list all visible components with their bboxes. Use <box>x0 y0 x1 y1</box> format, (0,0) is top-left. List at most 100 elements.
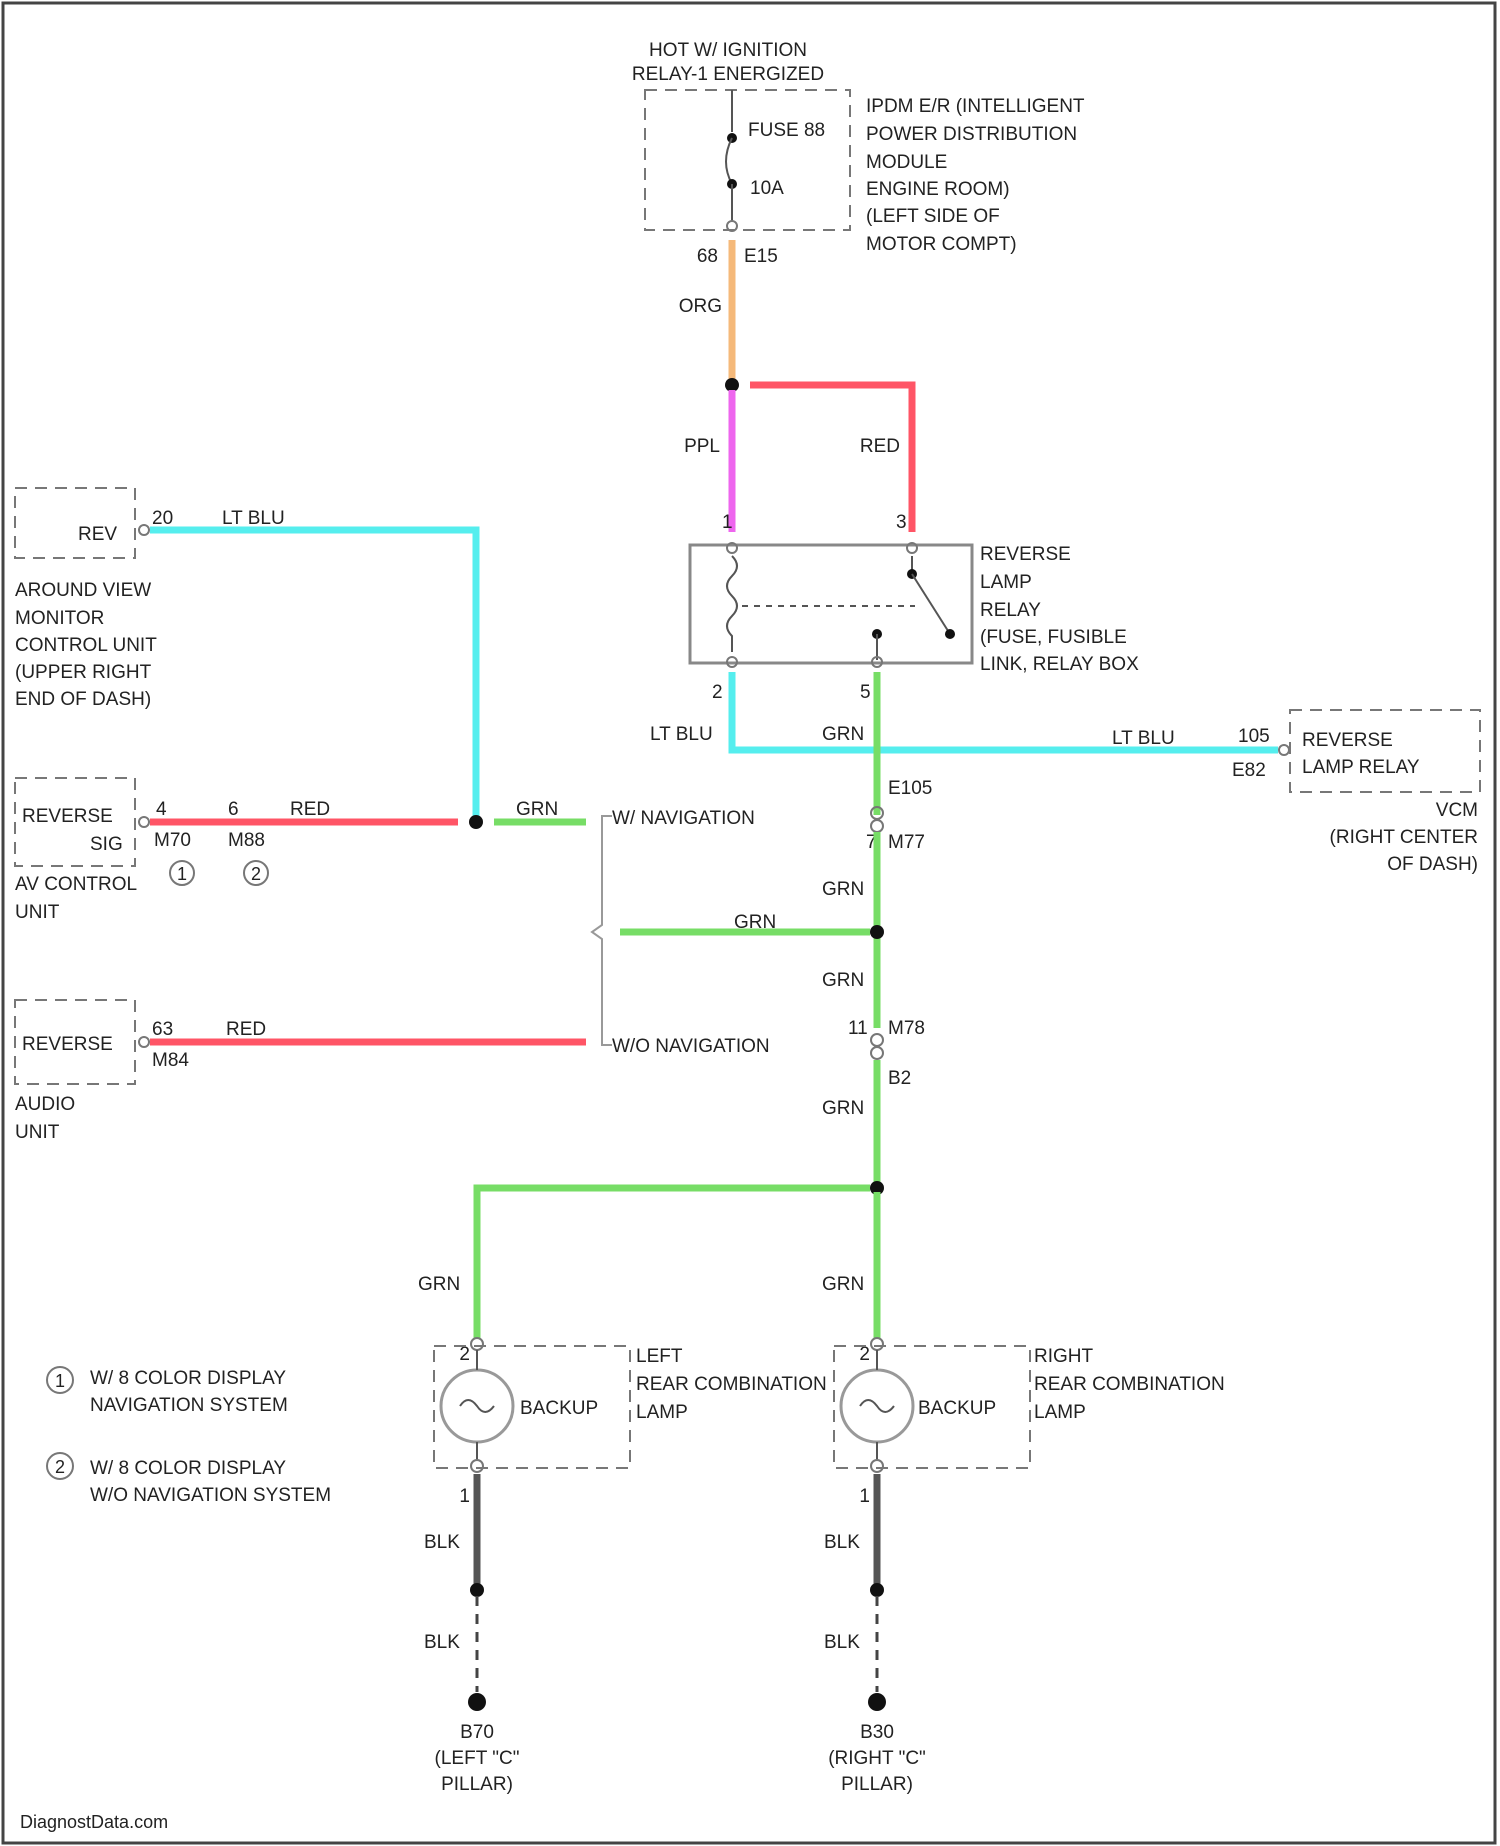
wire-label-grn-3: GRN <box>822 970 864 991</box>
ipdm-title-2: POWER DISTRIBUTION <box>866 124 1077 145</box>
left-lamp-pin-top-number: 2 <box>459 1344 470 1365</box>
right-lamp-filament <box>860 1400 894 1412</box>
ground-left-title-1: (LEFT "C" <box>435 1748 520 1769</box>
avm-title-4: (UPPER RIGHT <box>15 662 152 683</box>
relay-title-5: LINK, RELAY BOX <box>980 654 1139 675</box>
vcm-title-3: OF DASH) <box>1387 854 1478 875</box>
left-lamp-title-2: REAR COMBINATION <box>636 1374 827 1395</box>
power-heading-line2: RELAY-1 ENERGIZED <box>632 64 824 85</box>
relay-title-3: RELAY <box>980 600 1041 621</box>
avm-box-label: REV <box>78 524 117 545</box>
variant-bracket <box>592 816 612 1045</box>
connector-m78-pin <box>871 1034 883 1046</box>
right-lamp-title-3: LAMP <box>1034 1402 1086 1423</box>
legend-1-line-2: NAVIGATION SYSTEM <box>90 1395 288 1416</box>
avm-title-2: MONITOR <box>15 608 104 629</box>
audio-title-1: AUDIO <box>15 1094 75 1115</box>
vcm-connector: E82 <box>1232 760 1266 781</box>
wire-label-ltblu-avm: LT BLU <box>222 508 285 529</box>
right-lamp-title-2: REAR COMBINATION <box>1034 1374 1225 1395</box>
audio-connector: M84 <box>152 1050 189 1071</box>
relay-pin-bottom-right: 5 <box>860 682 871 703</box>
relay-pin-top-left: 1 <box>722 512 733 533</box>
av-control-pin-1: 4 <box>156 799 167 820</box>
legend-2-line-2: W/O NAVIGATION SYSTEM <box>90 1485 331 1506</box>
legend-1-line-1: W/ 8 COLOR DISPLAY <box>90 1368 286 1389</box>
relay-switch-tip <box>945 629 955 639</box>
audio-pin <box>139 1037 149 1047</box>
av-control-box-label-2: SIG <box>90 834 123 855</box>
relay-title-2: LAMP <box>980 572 1032 593</box>
ipdm-title-4: ENGINE ROOM) <box>866 179 1010 200</box>
av-control-title-1: AV CONTROL <box>15 874 137 895</box>
right-lamp-title-1: RIGHT <box>1034 1346 1094 1367</box>
left-lamp-label: BACKUP <box>520 1398 598 1419</box>
right-lamp-pin-bottom <box>871 1460 883 1472</box>
wire-label-ltblu-vcm-right: LT BLU <box>1112 728 1175 749</box>
wire-label-grn-1: GRN <box>822 724 864 745</box>
vcm-pin <box>1279 745 1289 755</box>
wire-label-grn-left: GRN <box>418 1274 460 1295</box>
wire-label-red-relay: RED <box>860 436 900 457</box>
wire-light-blue-vcm <box>732 672 1278 750</box>
splice-black-left <box>470 1583 484 1597</box>
relay-title-1: REVERSE <box>980 544 1071 565</box>
wire-label-ltblu-vcm-left: LT BLU <box>650 724 713 745</box>
splice-av-control <box>469 815 483 829</box>
wire-label-grn-2: GRN <box>822 879 864 900</box>
left-lamp-pin-bottom <box>471 1460 483 1472</box>
wire-label-blk-right-1: BLK <box>824 1532 860 1553</box>
wire-red-relay <box>750 385 912 532</box>
avm-title-1: AROUND VIEW <box>15 580 151 601</box>
right-lamp-label: BACKUP <box>918 1398 996 1419</box>
wire-label-org: ORG <box>679 296 722 317</box>
wire-label-red-audio: RED <box>226 1019 266 1040</box>
left-lamp-title-1: LEFT <box>636 1346 683 1367</box>
legend-2-line-1: W/ 8 COLOR DISPLAY <box>90 1458 286 1479</box>
av-control-box-label-1: REVERSE <box>22 806 113 827</box>
ipdm-connector: E15 <box>744 246 778 267</box>
legend-2-number: 2 <box>55 1457 65 1477</box>
splice-green-middle <box>870 925 884 939</box>
left-lamp-pin-top <box>471 1338 483 1350</box>
wire-label-blk-left-2: BLK <box>424 1632 460 1653</box>
ground-right-title-2: PILLAR) <box>841 1774 913 1795</box>
vcm-box <box>1290 710 1480 792</box>
ground-right <box>868 1693 886 1711</box>
ipdm-title-5: (LEFT SIDE OF <box>866 206 1000 227</box>
relay-title-4: (FUSE, FUSIBLE <box>980 627 1127 648</box>
variant-without-nav: W/O NAVIGATION <box>612 1036 770 1057</box>
vcm-title-1: VCM <box>1436 800 1478 821</box>
avm-pin <box>139 525 149 535</box>
right-lamp-pin-top-number: 2 <box>859 1344 870 1365</box>
connector-m77: M77 <box>888 832 925 853</box>
audio-box-label: REVERSE <box>22 1034 113 1055</box>
wire-label-blk-left-1: BLK <box>424 1532 460 1553</box>
ipdm-pin-number: 68 <box>697 246 718 267</box>
wire-green-left-lamp <box>477 1188 870 1338</box>
avm-box <box>15 488 135 558</box>
av-control-title-2: UNIT <box>15 902 60 923</box>
ipdm-title-1: IPDM E/R (INTELLIGENT <box>866 96 1085 117</box>
left-lamp-pin-bottom-number: 1 <box>459 1486 470 1507</box>
left-lamp-title-3: LAMP <box>636 1402 688 1423</box>
relay-coil <box>727 556 737 652</box>
ipdm-title-6: MOTOR COMPT) <box>866 234 1017 255</box>
wire-label-ppl: PPL <box>684 436 720 457</box>
ipdm-box <box>645 90 850 230</box>
av-control-pin <box>139 817 149 827</box>
wire-label-grn-right: GRN <box>822 1274 864 1295</box>
wire-label-grn-av: GRN <box>516 799 558 820</box>
avm-pin-number: 20 <box>152 508 173 529</box>
av-control-variant-2: 2 <box>251 864 261 884</box>
av-control-conn-2: M88 <box>228 830 265 851</box>
connector-b2: B2 <box>888 1068 911 1089</box>
av-control-pin-2: 6 <box>228 799 239 820</box>
avm-title-3: CONTROL UNIT <box>15 635 157 656</box>
variant-with-nav: W/ NAVIGATION <box>612 808 755 829</box>
vcm-box-label-2: LAMP RELAY <box>1302 757 1420 778</box>
ground-left-title-2: PILLAR) <box>441 1774 513 1795</box>
wire-light-blue-avm <box>150 530 476 820</box>
fuse-label: FUSE 88 <box>748 120 825 141</box>
